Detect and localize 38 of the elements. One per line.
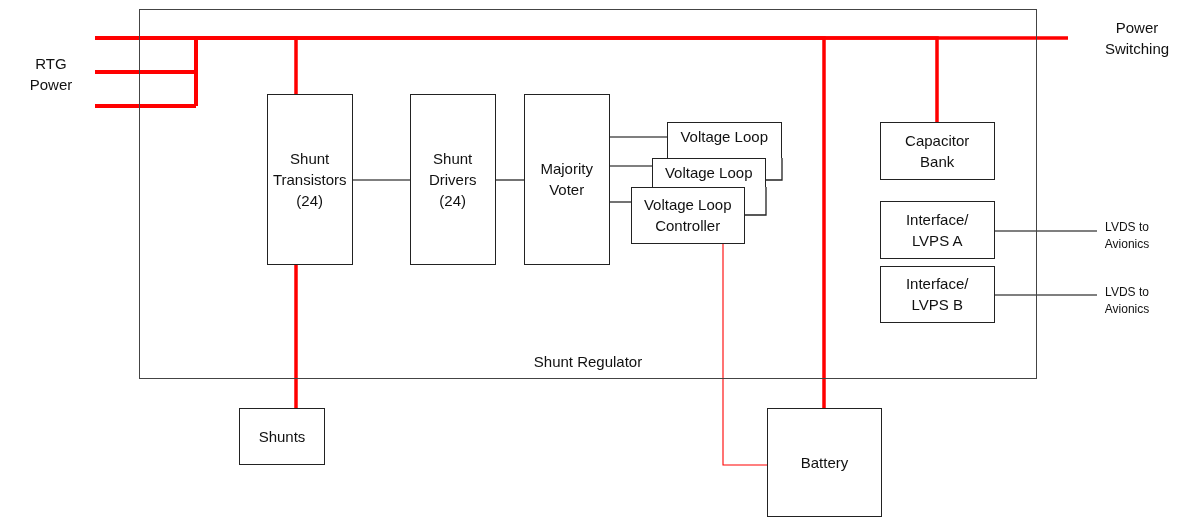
block-label: Shunt Transistors (24) bbox=[271, 148, 348, 211]
block-label: Voltage Loop bbox=[664, 162, 753, 183]
bus-label: Power Switching bbox=[1103, 18, 1171, 59]
block-label: Interface/ LVPS A bbox=[904, 209, 970, 251]
block-box bbox=[409, 93, 496, 265]
signal-line bbox=[994, 294, 1098, 296]
power-bus-line bbox=[294, 265, 298, 408]
block-label: Shunt Drivers (24) bbox=[427, 148, 478, 211]
block-label: Voltage Loop Controller bbox=[642, 195, 733, 237]
signal-line bbox=[609, 201, 632, 203]
block-box bbox=[666, 121, 782, 158]
signal-line bbox=[609, 136, 668, 138]
signal-line bbox=[352, 179, 411, 181]
block-box bbox=[266, 93, 353, 265]
block-box bbox=[523, 93, 610, 265]
regulator-frame-box bbox=[139, 9, 1037, 379]
block-box bbox=[767, 408, 882, 517]
block-box bbox=[879, 200, 995, 259]
block-label: Voltage Loop bbox=[680, 126, 768, 147]
block-label: Capacitor Bank bbox=[904, 130, 971, 172]
block-label: Shunt Regulator bbox=[532, 352, 644, 372]
signal-line bbox=[722, 243, 768, 466]
block-box bbox=[879, 121, 995, 180]
block-label: Majority Voter bbox=[539, 159, 594, 201]
block-label: Interface/ LVPS B bbox=[904, 274, 970, 316]
block-box bbox=[879, 265, 995, 323]
block-box bbox=[239, 408, 325, 465]
block-box bbox=[651, 157, 766, 187]
signal-line bbox=[994, 230, 1098, 232]
bus-label: RTG Power bbox=[28, 54, 74, 95]
power-bus-line bbox=[93, 36, 826, 410]
block-label: Battery bbox=[800, 453, 849, 473]
block-box bbox=[630, 186, 745, 244]
block-label: Shunts bbox=[258, 427, 306, 447]
signal-line bbox=[609, 165, 653, 167]
bus-label: LVDS to Avionics bbox=[1103, 284, 1151, 318]
bus-label: LVDS to Avionics bbox=[1103, 219, 1151, 253]
signal-line bbox=[495, 179, 525, 181]
